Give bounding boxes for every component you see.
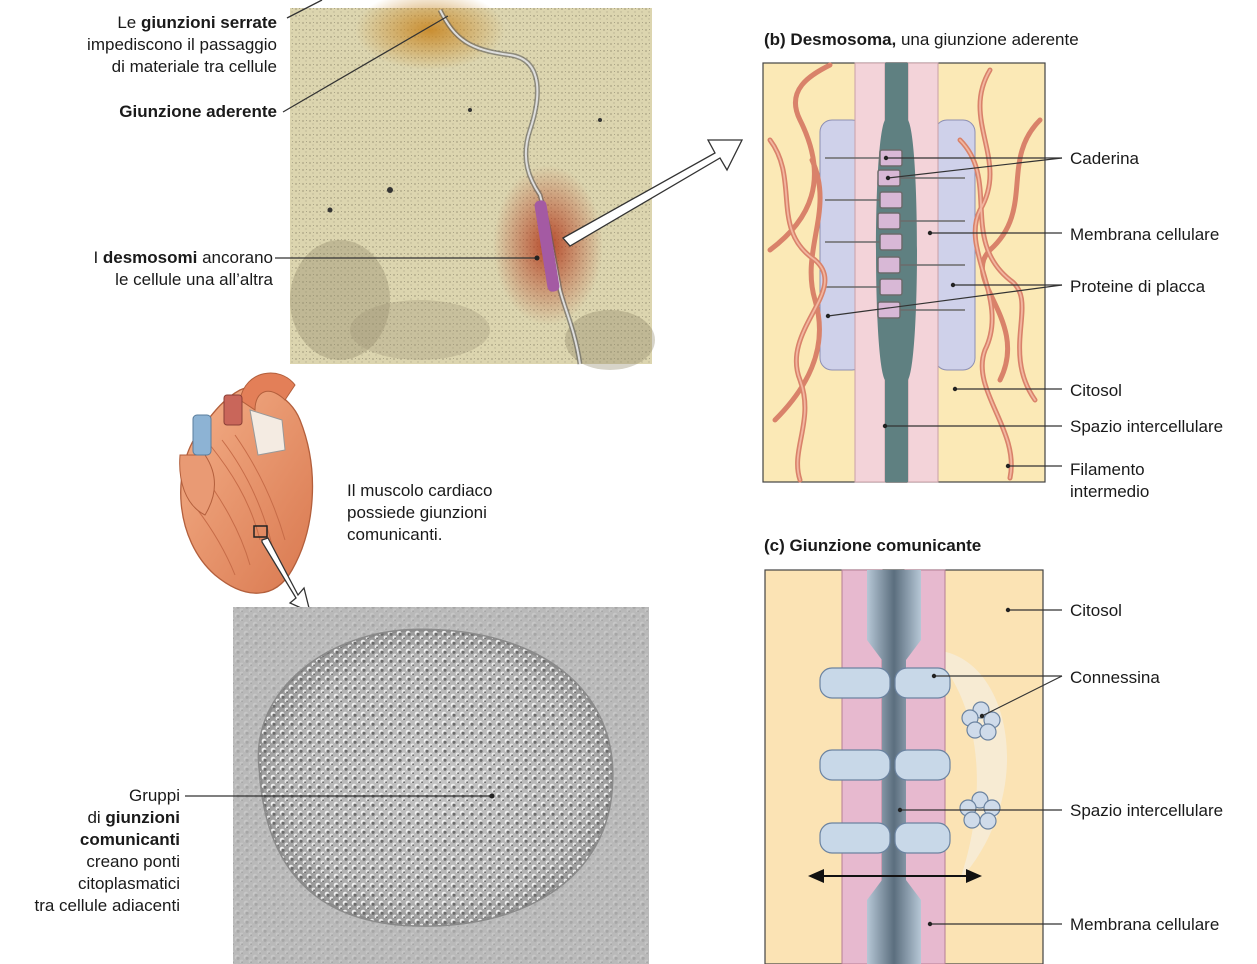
label-spazio-b: Spazio intercellulare [1070,416,1223,438]
panel-b-title: (b) Desmosoma, una giunzione aderente [764,30,1079,50]
label-citosol-b: Citosol [1070,380,1122,402]
tight-junction-micrograph [275,0,655,370]
gap-line1: Gruppi [129,786,180,805]
label-tight-pre: Le [117,13,141,32]
label-filamento-line1: Filamento [1070,460,1145,479]
gap-junction-micrograph [185,607,649,964]
label-gap-junction-groups: Gruppi di giunzioni comunicanti creano p… [10,785,180,917]
gap-line6: tra cellule adiacenti [34,896,180,915]
gap-line4: creano ponti [86,852,180,871]
desmosome-diagram [763,63,1062,482]
gap-line2-bold: giunzioni [105,808,180,827]
label-membrana-b: Membrana cellulare [1070,224,1219,246]
label-desmo-line2: le cellule una all’altra [115,270,273,289]
label-adherens-text: Giunzione aderente [119,102,277,121]
label-connessina: Connessina [1070,667,1160,689]
heart-illustration [180,373,313,593]
label-desmo-pre: I [93,248,102,267]
gap-line2-pre: di [87,808,105,827]
label-spazio-c: Spazio intercellulare [1070,800,1223,822]
heart-note: Il muscolo cardiaco possiede giunzioni c… [347,480,587,546]
label-tight-line3: di materiale tra cellule [112,57,277,76]
panel-c-title: (c) Giunzione comunicante [764,536,981,556]
label-placca: Proteine di placca [1070,276,1205,298]
label-desmo-bold: desmosomi [103,248,197,267]
label-tight-bold: giunzioni serrate [141,13,277,32]
label-tight-line2: impediscono il passaggio [87,35,277,54]
panel-c-title-bold: (c) Giunzione comunicante [764,536,981,555]
label-citosol-c: Citosol [1070,600,1122,622]
panel-b-title-rest: una giunzione aderente [896,30,1078,49]
label-adherens-junction: Giunzione aderente [20,101,277,123]
heart-note-line1: Il muscolo cardiaco [347,481,493,500]
label-membrana-c: Membrana cellulare [1070,914,1219,936]
label-filamento-line2: intermedio [1070,482,1149,501]
label-caderina: Caderina [1070,148,1139,170]
label-desmo-rest1: ancorano [197,248,273,267]
gap-junction-diagram [765,570,1062,964]
label-filamento: Filamento intermedio [1070,459,1149,503]
label-tight-junction: Le giunzioni serrate impediscono il pass… [20,12,277,78]
gap-line3: comunicanti [80,830,180,849]
label-desmosomes: I desmosomi ancorano le cellule una all’… [20,247,273,291]
heart-note-line2: possiede giunzioni [347,503,487,522]
heart-note-line3: comunicanti. [347,525,442,544]
gap-line5: citoplasmatici [78,874,180,893]
panel-b-title-bold: (b) Desmosoma, [764,30,896,49]
